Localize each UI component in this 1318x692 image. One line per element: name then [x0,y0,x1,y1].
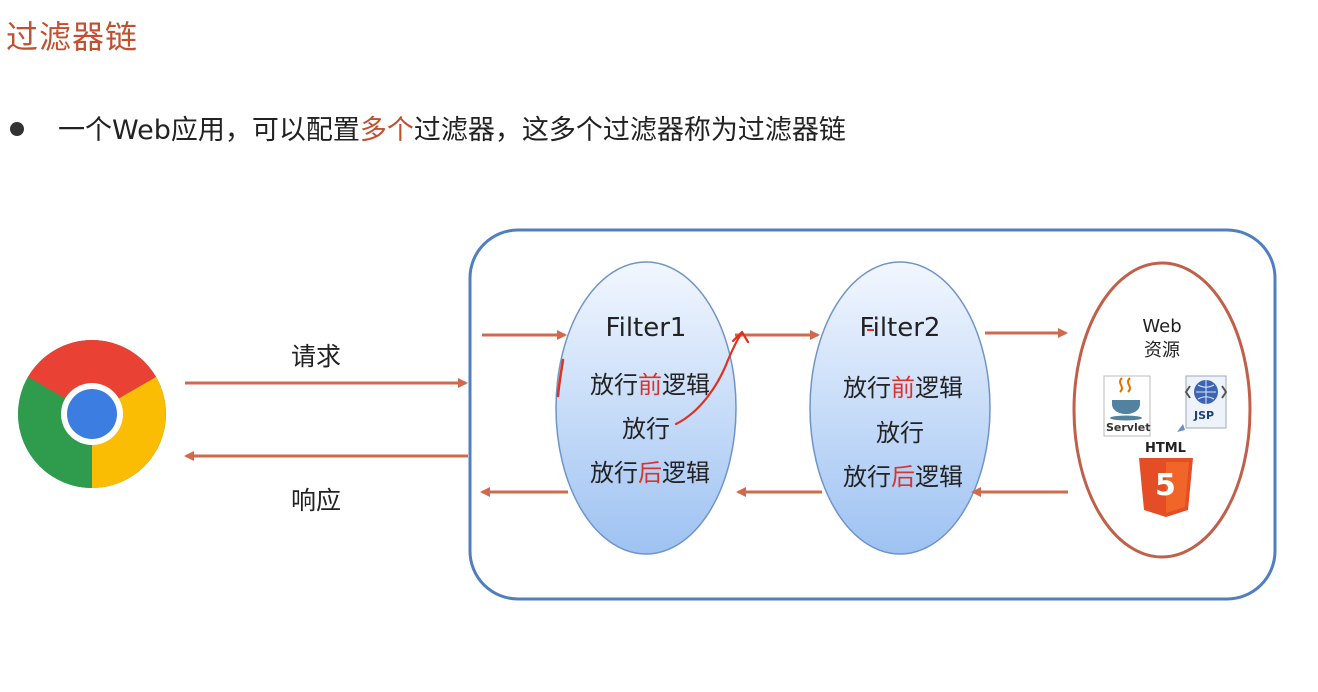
filter2-title: Filter2 [859,313,941,343]
page-title: 过滤器链 [6,18,139,56]
filter1-title: Filter1 [605,313,687,343]
bullet-point: 一个Web应用，可以配置多个过滤器，这多个过滤器称为过滤器链 [10,108,846,147]
annotation-curve-arrow [674,330,750,426]
bullet-text-prefix: 一个Web应用，可以配置 [58,115,360,146]
html5-shield-icon [1139,458,1193,517]
java-servlet-icon [1103,375,1151,437]
annotation-tick-mark [556,358,565,398]
web-app-container [468,228,1277,601]
chrome-browser-icon [18,340,166,488]
filter2-post-logic: 放行后逻辑 [843,463,963,491]
jsp-caption: JSP [1194,409,1215,422]
web-resource-ellipse [1072,261,1252,559]
filter1-pre-logic: 放行前逻辑 [590,371,710,399]
response-label: 响应 [291,486,342,515]
request-label: 请求 [291,342,342,371]
html-caption: HTML [1145,441,1186,456]
filter2-pre-logic: 放行前逻辑 [843,374,963,402]
filter1-post-logic: 放行后逻辑 [590,459,710,487]
bullet-text-suffix: 过滤器，这多个过滤器称为过滤器链 [413,115,846,146]
servlet-caption: Servlet [1106,421,1151,434]
html5-number: 5 [1155,468,1176,503]
bullet-text-highlight: 多个 [359,115,414,146]
filter1-pass: 放行 [622,415,670,443]
jsp-globe-icon [1177,375,1228,432]
filter2-ellipse [809,261,991,555]
filter2-pass: 放行 [876,419,924,447]
filter1-ellipse [555,261,737,555]
bullet-dot-icon [10,121,24,136]
web-resource-label: Web 资源 [1142,316,1182,361]
